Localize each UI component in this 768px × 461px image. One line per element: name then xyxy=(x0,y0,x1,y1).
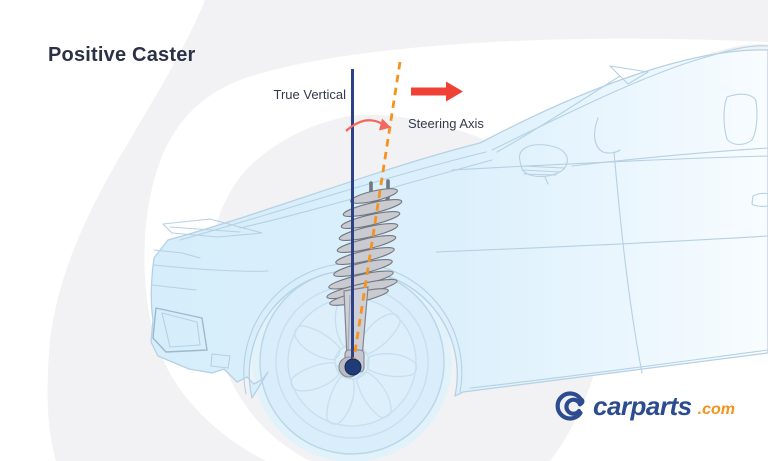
logo-brand-text: carparts xyxy=(593,391,692,421)
steering-axis-label: Steering Axis xyxy=(408,116,484,131)
true-vertical-label: True Vertical xyxy=(273,87,347,102)
caster-angle-arrow-icon xyxy=(345,118,391,132)
car-detail-lines xyxy=(151,45,768,395)
direction-arrow-icon xyxy=(411,81,463,102)
swoosh-white-gap xyxy=(144,38,768,461)
page-title: Positive Caster xyxy=(48,44,196,66)
ball-joint xyxy=(344,358,362,376)
logo-suffix-text: .com xyxy=(697,401,735,418)
car-illustration xyxy=(150,45,768,399)
carparts-logo: carparts .com xyxy=(552,388,735,424)
carparts-logo-icon xyxy=(555,391,585,421)
car-body xyxy=(150,49,768,399)
